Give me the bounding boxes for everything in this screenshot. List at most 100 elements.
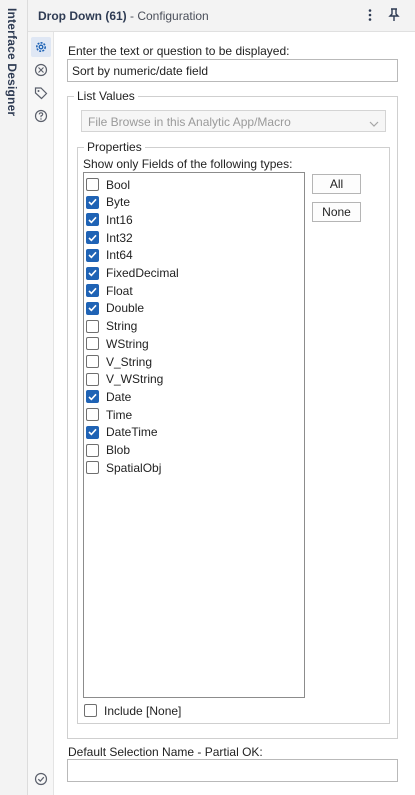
select-none-button[interactable]: None: [312, 202, 361, 222]
checkmark-icon: [88, 287, 97, 295]
checkmark-icon: [88, 216, 97, 224]
configuration-tab[interactable]: [31, 37, 51, 57]
field-type-checkbox[interactable]: [86, 284, 99, 298]
field-type-checkbox[interactable]: [86, 390, 99, 404]
field-type-checkbox[interactable]: [86, 355, 99, 368]
field-type-checkbox[interactable]: [86, 461, 99, 475]
panel-subtitle: - Configuration: [130, 9, 209, 23]
field-type-option[interactable]: Double: [86, 300, 144, 317]
checkmark-icon: [88, 269, 97, 277]
field-type-label: DateTime: [106, 425, 158, 440]
list-values-legend: List Values: [74, 89, 138, 103]
field-type-label: Int16: [106, 212, 133, 227]
field-type-label: Blob: [106, 443, 131, 457]
gear-icon: [36, 42, 46, 52]
pin-button[interactable]: [384, 5, 404, 25]
field-type-option[interactable]: Time: [86, 406, 132, 423]
field-type-option[interactable]: SpatialObj: [86, 459, 161, 476]
interface-designer-strip: Interface Designer: [0, 0, 28, 795]
pin-icon: [388, 8, 400, 21]
field-type-label: Float: [106, 283, 133, 298]
default-selection-label: Default Selection Name - Partial OK:: [68, 745, 263, 759]
field-type-checkbox[interactable]: [86, 301, 99, 315]
default-selection-input[interactable]: [67, 759, 398, 782]
field-type-checkbox[interactable]: [86, 195, 99, 209]
include-none-checkbox[interactable]: [84, 704, 97, 717]
field-type-label: SpatialObj: [106, 460, 162, 475]
config-icon-column: [28, 32, 54, 795]
tag-icon: [34, 87, 48, 100]
field-type-label: WString: [106, 336, 149, 351]
field-type-label: Double: [106, 301, 145, 316]
field-type-checkbox[interactable]: [86, 248, 99, 262]
check-circle-icon: [34, 772, 48, 786]
question-label: Enter the text or question to be display…: [68, 44, 290, 58]
field-type-checkbox[interactable]: [86, 408, 99, 422]
field-type-label: Byte: [106, 195, 131, 210]
properties-group: Properties Show only Fields of the follo…: [77, 140, 390, 724]
field-type-option[interactable]: V_WString: [86, 371, 163, 388]
field-type-label: Int64: [106, 248, 133, 263]
list-values-group: List Values File Browse in this Analytic…: [67, 89, 398, 739]
status-tab[interactable]: [31, 769, 51, 789]
field-type-checkbox[interactable]: [86, 337, 99, 351]
field-type-option[interactable]: DateTime: [86, 424, 158, 441]
field-type-option[interactable]: Int64: [86, 247, 133, 264]
field-type-checkbox[interactable]: [86, 319, 99, 333]
field-type-label: V_String: [106, 354, 153, 369]
field-type-checkbox[interactable]: [86, 266, 99, 280]
field-type-label: V_WString: [106, 372, 164, 387]
tool-name: Drop Down (61): [38, 9, 127, 23]
field-type-checkbox[interactable]: [86, 425, 99, 439]
checkmark-icon: [88, 198, 97, 206]
field-type-option[interactable]: Byte: [86, 194, 130, 211]
checkmark-icon: [88, 305, 97, 312]
checkmark-icon: [88, 234, 97, 242]
field-type-checkbox[interactable]: [86, 372, 99, 386]
include-none-label: Include [None]: [104, 703, 182, 718]
panel-header: Drop Down (61) - Configuration: [28, 0, 415, 32]
checkmark-icon: [88, 393, 97, 401]
configuration-content: Enter the text or question to be display…: [55, 32, 415, 795]
field-type-option[interactable]: FixedDecimal: [86, 265, 179, 282]
field-type-checkbox[interactable]: [86, 231, 99, 245]
annotation-tab[interactable]: [31, 60, 51, 80]
help-icon: [34, 109, 48, 123]
question-input[interactable]: Sort by numeric/date field: [67, 59, 398, 82]
properties-legend: Properties: [84, 140, 145, 154]
more-options-button[interactable]: [360, 5, 380, 25]
checkmark-icon: [88, 429, 97, 436]
field-type-label: Bool: [106, 177, 131, 192]
field-type-label: Date: [106, 389, 132, 404]
tag-circle-icon: [34, 63, 48, 77]
field-type-label: FixedDecimal: [106, 266, 179, 280]
field-type-checkbox[interactable]: [86, 443, 99, 457]
select-all-button[interactable]: All: [312, 174, 361, 194]
panel-title: Drop Down (61) - Configuration: [38, 9, 209, 23]
field-type-option[interactable]: Float: [86, 282, 133, 299]
field-type-option[interactable]: String: [86, 318, 137, 335]
interface-designer-label[interactable]: Interface Designer: [5, 8, 19, 117]
field-type-option[interactable]: Bool: [86, 176, 130, 193]
vertical-ellipsis-icon: [368, 9, 372, 21]
field-type-label: String: [106, 319, 138, 334]
field-type-option[interactable]: V_String: [86, 353, 152, 370]
list-source-value: File Browse in this Analytic App/Macro: [88, 115, 291, 129]
field-type-option[interactable]: Date: [86, 388, 131, 405]
field-type-label: Time: [106, 407, 133, 422]
field-type-option[interactable]: Int16: [86, 211, 133, 228]
field-types-label: Show only Fields of the following types:: [83, 157, 293, 171]
field-type-checkbox[interactable]: [86, 178, 99, 191]
meta-info-tab[interactable]: [31, 83, 51, 103]
chevron-down-icon: [369, 116, 379, 130]
field-type-checkbox[interactable]: [86, 213, 99, 227]
include-none-option[interactable]: Include [None]: [84, 702, 181, 719]
help-tab[interactable]: [31, 106, 51, 126]
field-type-option[interactable]: WString: [86, 335, 149, 352]
field-type-option[interactable]: Blob: [86, 442, 130, 459]
list-source-select[interactable]: File Browse in this Analytic App/Macro: [81, 110, 386, 132]
field-type-option[interactable]: Int32: [86, 229, 133, 246]
field-type-label: Int32: [106, 230, 133, 245]
checkmark-icon: [88, 252, 97, 259]
